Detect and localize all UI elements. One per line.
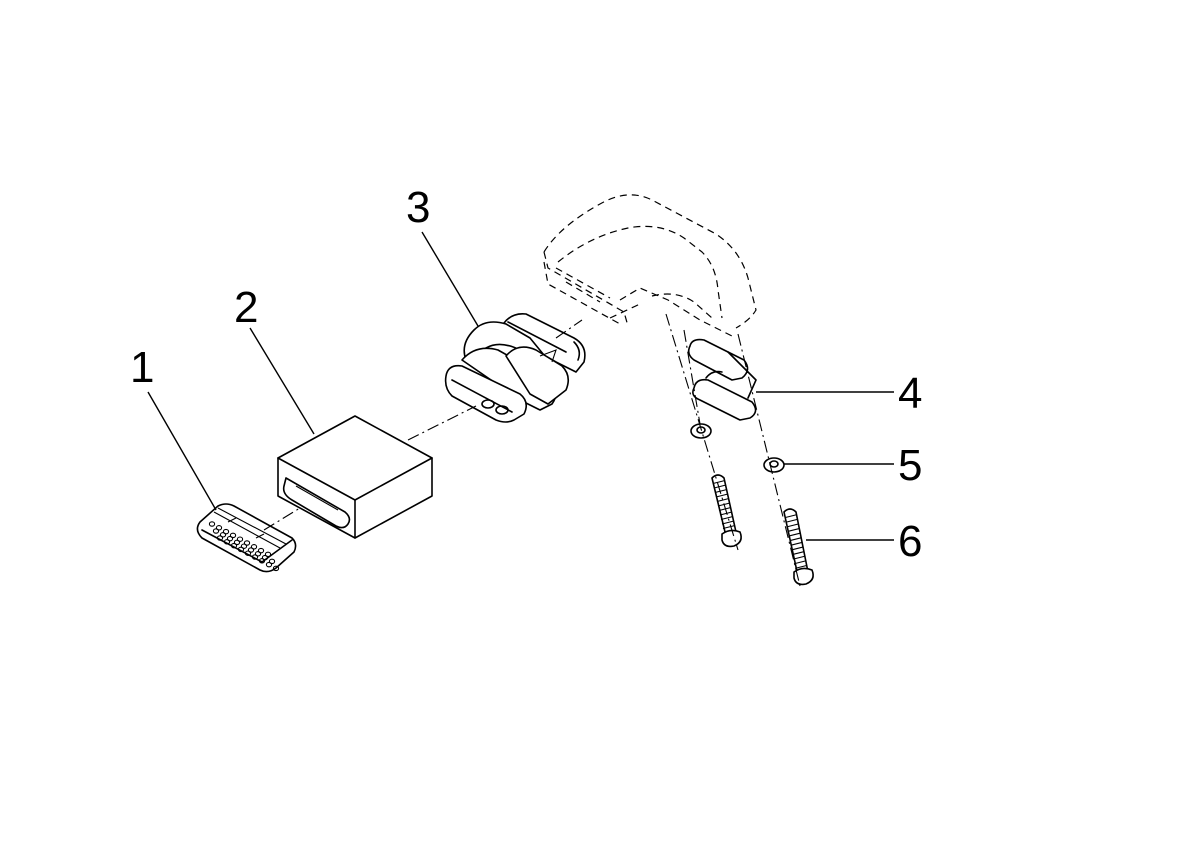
thread-line <box>719 511 733 516</box>
thread-line <box>786 523 799 528</box>
assembly-axes <box>263 313 801 587</box>
thread-line <box>785 518 798 523</box>
part-1-cartridge <box>196 503 297 573</box>
thread-line <box>721 520 735 525</box>
part-3-connector <box>444 313 586 423</box>
thread-line <box>788 532 801 537</box>
thread-line <box>793 555 806 560</box>
thread-line <box>789 537 802 542</box>
callout-4: 4 <box>898 369 922 418</box>
thread-line <box>712 479 726 485</box>
cartridge-grille <box>208 521 280 572</box>
grille-hole <box>244 550 252 556</box>
screw-right-threads <box>784 514 808 569</box>
thread-line <box>784 514 798 519</box>
thread-line <box>794 560 807 565</box>
grille-hole <box>208 521 216 527</box>
thread-line <box>716 497 730 503</box>
grille-hole <box>272 565 280 572</box>
callout-2: 2 <box>234 283 258 332</box>
grille-hole <box>223 539 231 545</box>
thread-line <box>794 564 808 569</box>
callout-labels: 1 2 3 4 5 6 <box>130 183 922 566</box>
part-2-sleeve <box>277 415 433 539</box>
grille-hole <box>237 546 245 553</box>
thread-line <box>791 546 804 551</box>
thread-line <box>722 524 736 530</box>
thread-line <box>713 484 727 489</box>
thread-line <box>714 488 728 494</box>
leader-lines <box>147 231 894 541</box>
callout-3: 3 <box>406 183 430 232</box>
thread-line <box>720 515 734 521</box>
thread-line <box>715 493 729 498</box>
grille-hole <box>212 528 220 534</box>
part-4-gasket <box>687 338 757 421</box>
thread-line <box>790 541 803 546</box>
screw-right <box>783 508 814 586</box>
spout-phantom <box>543 194 757 337</box>
grille-hole <box>265 561 273 568</box>
grille-hole <box>258 558 266 564</box>
grille-hole <box>251 554 259 560</box>
part-5-washers <box>690 423 785 473</box>
callout-1: 1 <box>130 343 154 392</box>
callout-6: 6 <box>898 517 922 566</box>
grille-hole <box>216 535 224 541</box>
part-6-screws <box>711 474 814 586</box>
callout-5: 5 <box>898 441 922 490</box>
thread-line <box>792 551 805 556</box>
thread-line <box>787 527 800 532</box>
grille-hole <box>230 542 238 549</box>
